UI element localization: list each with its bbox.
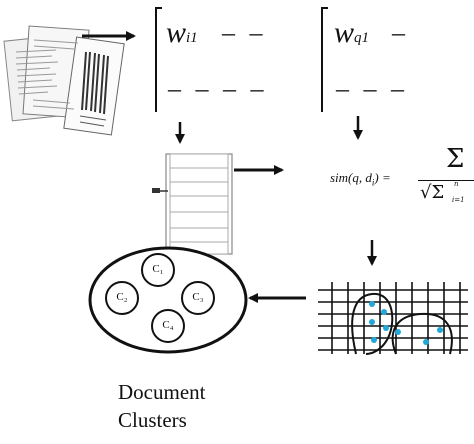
doc-weight-row2-dashes: – – – –: [168, 74, 268, 103]
document-stack-icon: [3, 25, 125, 136]
formula-lhs-sub: i: [371, 177, 375, 188]
similarity-formula-denominator: √Σ n i=1: [420, 180, 465, 204]
doc-weight-trailing-dashes: – –: [222, 18, 267, 47]
term-list-icon: [152, 153, 233, 255]
query-weight-symbol: wq1: [334, 18, 369, 53]
cluster-diagram: [88, 246, 248, 354]
caption-line-2: Clusters: [118, 408, 187, 432]
formula-denominator-text: √Σ: [420, 182, 445, 203]
formula-lhs-close: ) =: [374, 170, 391, 185]
similarity-formula-lhs: sim(q, di) =: [330, 170, 391, 188]
query-weight-row2-dashes: – – –: [336, 74, 408, 103]
cluster-label-4: C₄: [162, 319, 174, 331]
formula-denominator-sup: n: [454, 180, 459, 188]
scatter-plot-icon: [318, 280, 468, 355]
query-vector-bracket: [321, 7, 328, 112]
formula-lhs-text: sim(q, d: [330, 170, 372, 185]
similarity-formula-numerator: Σ: [446, 144, 465, 174]
weight-vector-bracket: [155, 7, 162, 112]
doc-weight-subscript: i1: [186, 30, 198, 46]
query-weight-w: w: [334, 16, 355, 49]
query-weight-subscript: q1: [354, 30, 370, 46]
doc-weight-w: w: [166, 16, 187, 49]
formula-fraction-bar: [418, 180, 474, 181]
cluster-label-3: C₃: [192, 291, 204, 303]
cluster-label-2: C₂: [116, 291, 128, 303]
formula-denominator-sub: i=1: [452, 196, 465, 204]
caption-line-1: Document: [118, 380, 206, 404]
query-weight-trailing-dashes: –: [392, 18, 409, 47]
doc-weight-symbol: wi1: [166, 18, 198, 53]
cluster-label-1: C₁: [152, 263, 164, 275]
